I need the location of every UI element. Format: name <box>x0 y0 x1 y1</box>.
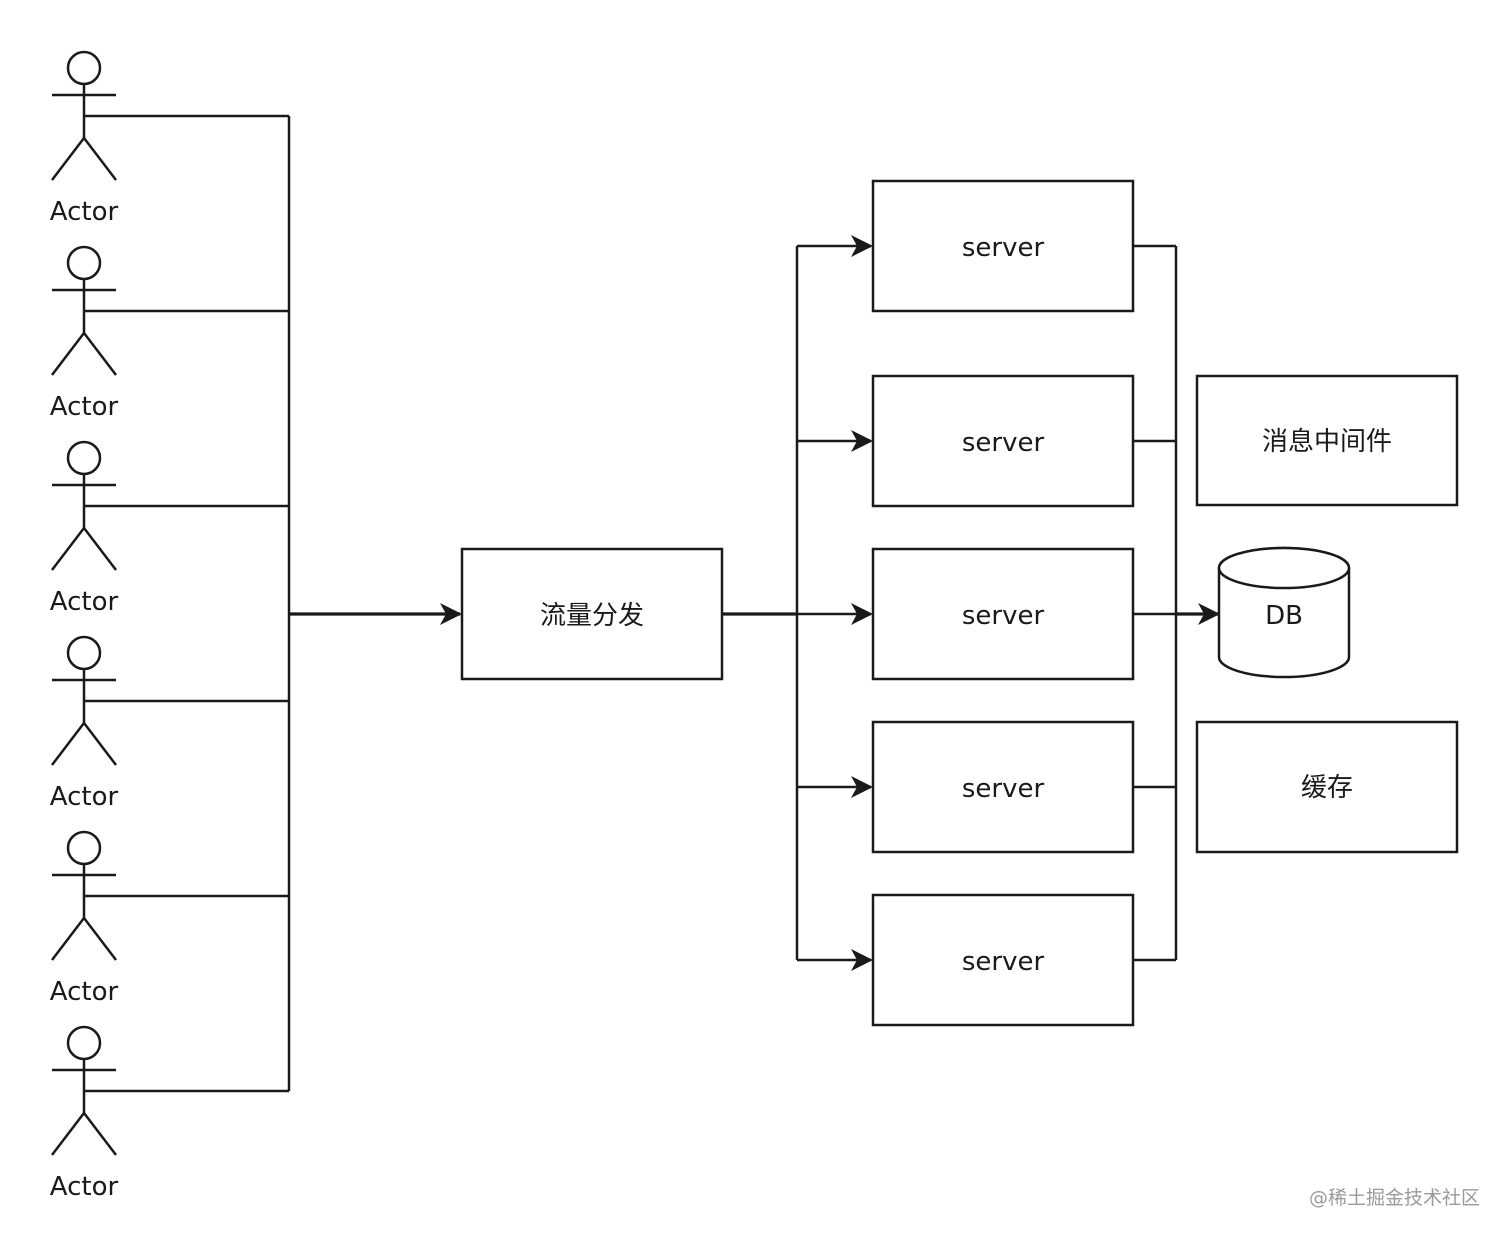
server-label: server <box>962 233 1045 263</box>
servers-group: server server server server server <box>795 179 1135 1027</box>
database-label: DB <box>1265 601 1303 631</box>
actor-6[interactable]: Actor <box>50 1025 119 1202</box>
actor-head-icon <box>66 245 102 281</box>
actor-label: Actor <box>50 392 119 422</box>
actor-head-icon <box>66 635 102 671</box>
server-node-1[interactable]: server <box>871 179 1135 313</box>
server-label: server <box>962 774 1045 804</box>
actor-1[interactable]: Actor <box>50 50 119 227</box>
dispatcher-label: 流量分发 <box>540 601 644 631</box>
actor-right-leg <box>83 137 117 181</box>
actor-right-leg <box>83 722 117 766</box>
server-node-2[interactable]: server <box>871 374 1135 508</box>
actor-left-leg <box>51 527 85 571</box>
actor-left-leg <box>51 722 85 766</box>
actor-5[interactable]: Actor <box>50 830 119 1007</box>
actor-head-icon <box>66 830 102 866</box>
actor-left-leg <box>51 917 85 961</box>
actor-label: Actor <box>50 1172 119 1202</box>
actor-left-leg <box>51 332 85 376</box>
actor-label: Actor <box>50 977 119 1007</box>
actor-2[interactable]: Actor <box>50 245 119 422</box>
message-queue-label: 消息中间件 <box>1262 427 1392 457</box>
actor-right-leg <box>83 527 117 571</box>
actor-label: Actor <box>50 587 119 617</box>
database-cylinder-top <box>1217 546 1351 590</box>
cache-label: 缓存 <box>1301 773 1353 803</box>
cache-node[interactable]: 缓存 <box>1195 720 1459 854</box>
server-node-3[interactable]: server <box>871 547 1135 681</box>
server-label: server <box>962 947 1045 977</box>
actor-head-icon <box>66 50 102 86</box>
server-node-4[interactable]: server <box>871 720 1135 854</box>
server-label: server <box>962 601 1045 631</box>
dispatcher-node[interactable]: 流量分发 <box>460 547 724 681</box>
actor-right-leg <box>83 1112 117 1156</box>
actor-label: Actor <box>50 782 119 812</box>
actor-4[interactable]: Actor <box>50 635 119 812</box>
actor-3[interactable]: Actor <box>50 440 119 617</box>
actor-head-icon <box>66 1025 102 1061</box>
server-label: server <box>962 428 1045 458</box>
message-queue-node[interactable]: 消息中间件 <box>1195 374 1459 507</box>
actor-left-leg <box>51 137 85 181</box>
actor-right-leg <box>83 917 117 961</box>
actor-head-icon <box>66 440 102 476</box>
watermark: @稀土掘金技术社区 <box>1309 1187 1480 1209</box>
actor-left-leg <box>51 1112 85 1156</box>
actor-collector-lines <box>84 114 291 1093</box>
server-node-5[interactable]: server <box>871 893 1135 1027</box>
actor-label: Actor <box>50 197 119 227</box>
actor-right-leg <box>83 332 117 376</box>
server-backend-bus <box>1133 244 1178 962</box>
database-node[interactable]: DB <box>1217 546 1351 679</box>
